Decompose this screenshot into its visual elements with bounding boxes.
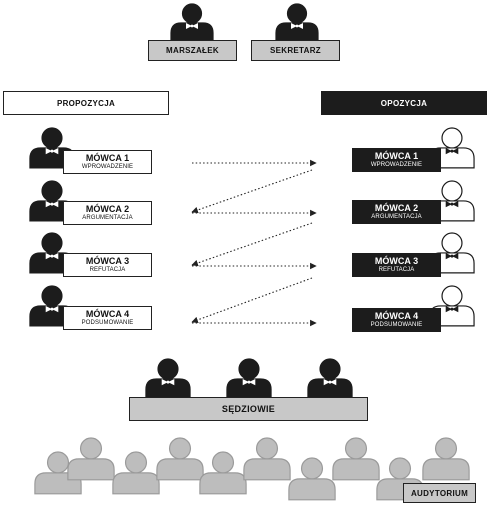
- judge-person-icon-3: [307, 358, 353, 400]
- audience-person-icon-7: [288, 457, 336, 501]
- speaker-title: MÓWCA 1: [85, 153, 130, 164]
- opposition-header: OPOZYCJA: [321, 91, 487, 115]
- marshal-person-icon: [170, 3, 214, 43]
- audience-person-icon-4: [156, 437, 204, 481]
- speaker-title: MÓWCA 1: [374, 151, 419, 162]
- audience-person-icon-8: [332, 437, 380, 481]
- marshal-label: MARSZAŁEK: [148, 40, 237, 61]
- proposition-speaker-1: MÓWCA 1 WPROWADZENIE: [63, 150, 152, 174]
- proposition-speaker-2: MÓWCA 2 ARGUMENTACJA: [63, 201, 152, 225]
- speaker-title: MÓWCA 3: [374, 256, 419, 267]
- speaker-title: MÓWCA 2: [374, 203, 419, 214]
- speech-arrow: [191, 169, 313, 214]
- audience-person-icon-5: [199, 451, 247, 495]
- opposition-speaker-2: MÓWCA 2 ARGUMENTACJA: [352, 200, 441, 224]
- audience-label: AUDYTORIUM: [403, 483, 476, 503]
- audience-person-icon-6: [243, 437, 291, 481]
- proposition-speaker-3: MÓWCA 3 REFUTACJA: [63, 253, 152, 277]
- opposition-speaker-1: MÓWCA 1 WPROWADZENIE: [352, 148, 441, 172]
- audience-person-icon-2: [67, 437, 115, 481]
- speaker-role: REFUTACJA: [378, 266, 415, 273]
- speaker-role: ARGUMENTACJA: [371, 213, 422, 220]
- speech-order-arrows: [191, 159, 317, 327]
- judge-person-icon-2: [226, 358, 272, 400]
- speaker-role: ARGUMENTACJA: [82, 214, 133, 221]
- judge-person-icon-1: [145, 358, 191, 400]
- speaker-title: MÓWCA 2: [85, 204, 130, 215]
- audience-person-icon-10: [422, 437, 470, 481]
- opposition-speaker-3: MÓWCA 3 REFUTACJA: [352, 253, 441, 277]
- proposition-header: PROPOZYCJA: [3, 91, 169, 115]
- speaker-role: WPROWADZENIE: [81, 163, 134, 170]
- judges-label: SĘDZIOWIE: [129, 397, 368, 421]
- speech-arrow: [191, 222, 313, 267]
- speaker-title: MÓWCA 4: [374, 311, 419, 322]
- opposition-speaker-4: MÓWCA 4 PODSUMOWANIE: [352, 308, 441, 332]
- proposition-speaker-4: MÓWCA 4 PODSUMOWANIE: [63, 306, 152, 330]
- audience-person-icon-3: [112, 451, 160, 495]
- speaker-role: PODSUMOWANIE: [370, 321, 423, 328]
- secretary-person-icon: [275, 3, 319, 43]
- speaker-role: WPROWADZENIE: [370, 161, 423, 168]
- secretary-label: SEKRETARZ: [251, 40, 340, 61]
- speaker-title: MÓWCA 3: [85, 256, 130, 267]
- speaker-role: PODSUMOWANIE: [81, 319, 134, 326]
- speaker-title: MÓWCA 4: [85, 309, 130, 320]
- speech-arrow: [191, 277, 313, 324]
- speaker-role: REFUTACJA: [89, 266, 126, 273]
